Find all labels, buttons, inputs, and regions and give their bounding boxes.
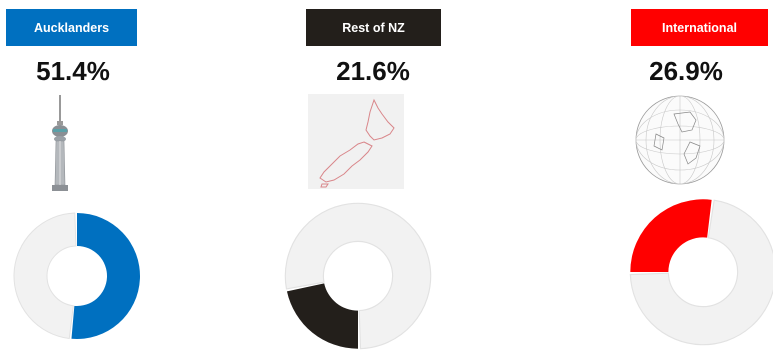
nz-map-icon [308, 94, 404, 189]
donut-rest-segment [284, 202, 432, 350]
donut-value-segment [286, 283, 358, 349]
badge-rest-of-nz: Rest of NZ [306, 9, 441, 46]
sky-tower-icon [52, 95, 68, 191]
donut-value-segment [630, 199, 712, 272]
donut-chart-international [629, 199, 773, 346]
donut-rest-segment [13, 212, 77, 340]
badge-international: International [631, 9, 768, 46]
badge-label: Rest of NZ [342, 20, 405, 35]
badge-aucklanders: Aucklanders [6, 9, 137, 46]
donut-value-segment [71, 213, 140, 339]
percent-label-aucklanders: 51.4% [36, 56, 110, 86]
donut-rest-segment [629, 199, 773, 346]
percent-label-international: 26.9% [649, 56, 723, 86]
badge-label: Aucklanders [33, 20, 110, 35]
percent-label-rest-of-nz: 21.6% [336, 56, 410, 86]
donut-chart-rest-of-nz [284, 202, 432, 350]
badge-label: International [661, 20, 737, 35]
donut-chart-aucklanders [13, 212, 140, 340]
globe-icon [635, 95, 725, 185]
